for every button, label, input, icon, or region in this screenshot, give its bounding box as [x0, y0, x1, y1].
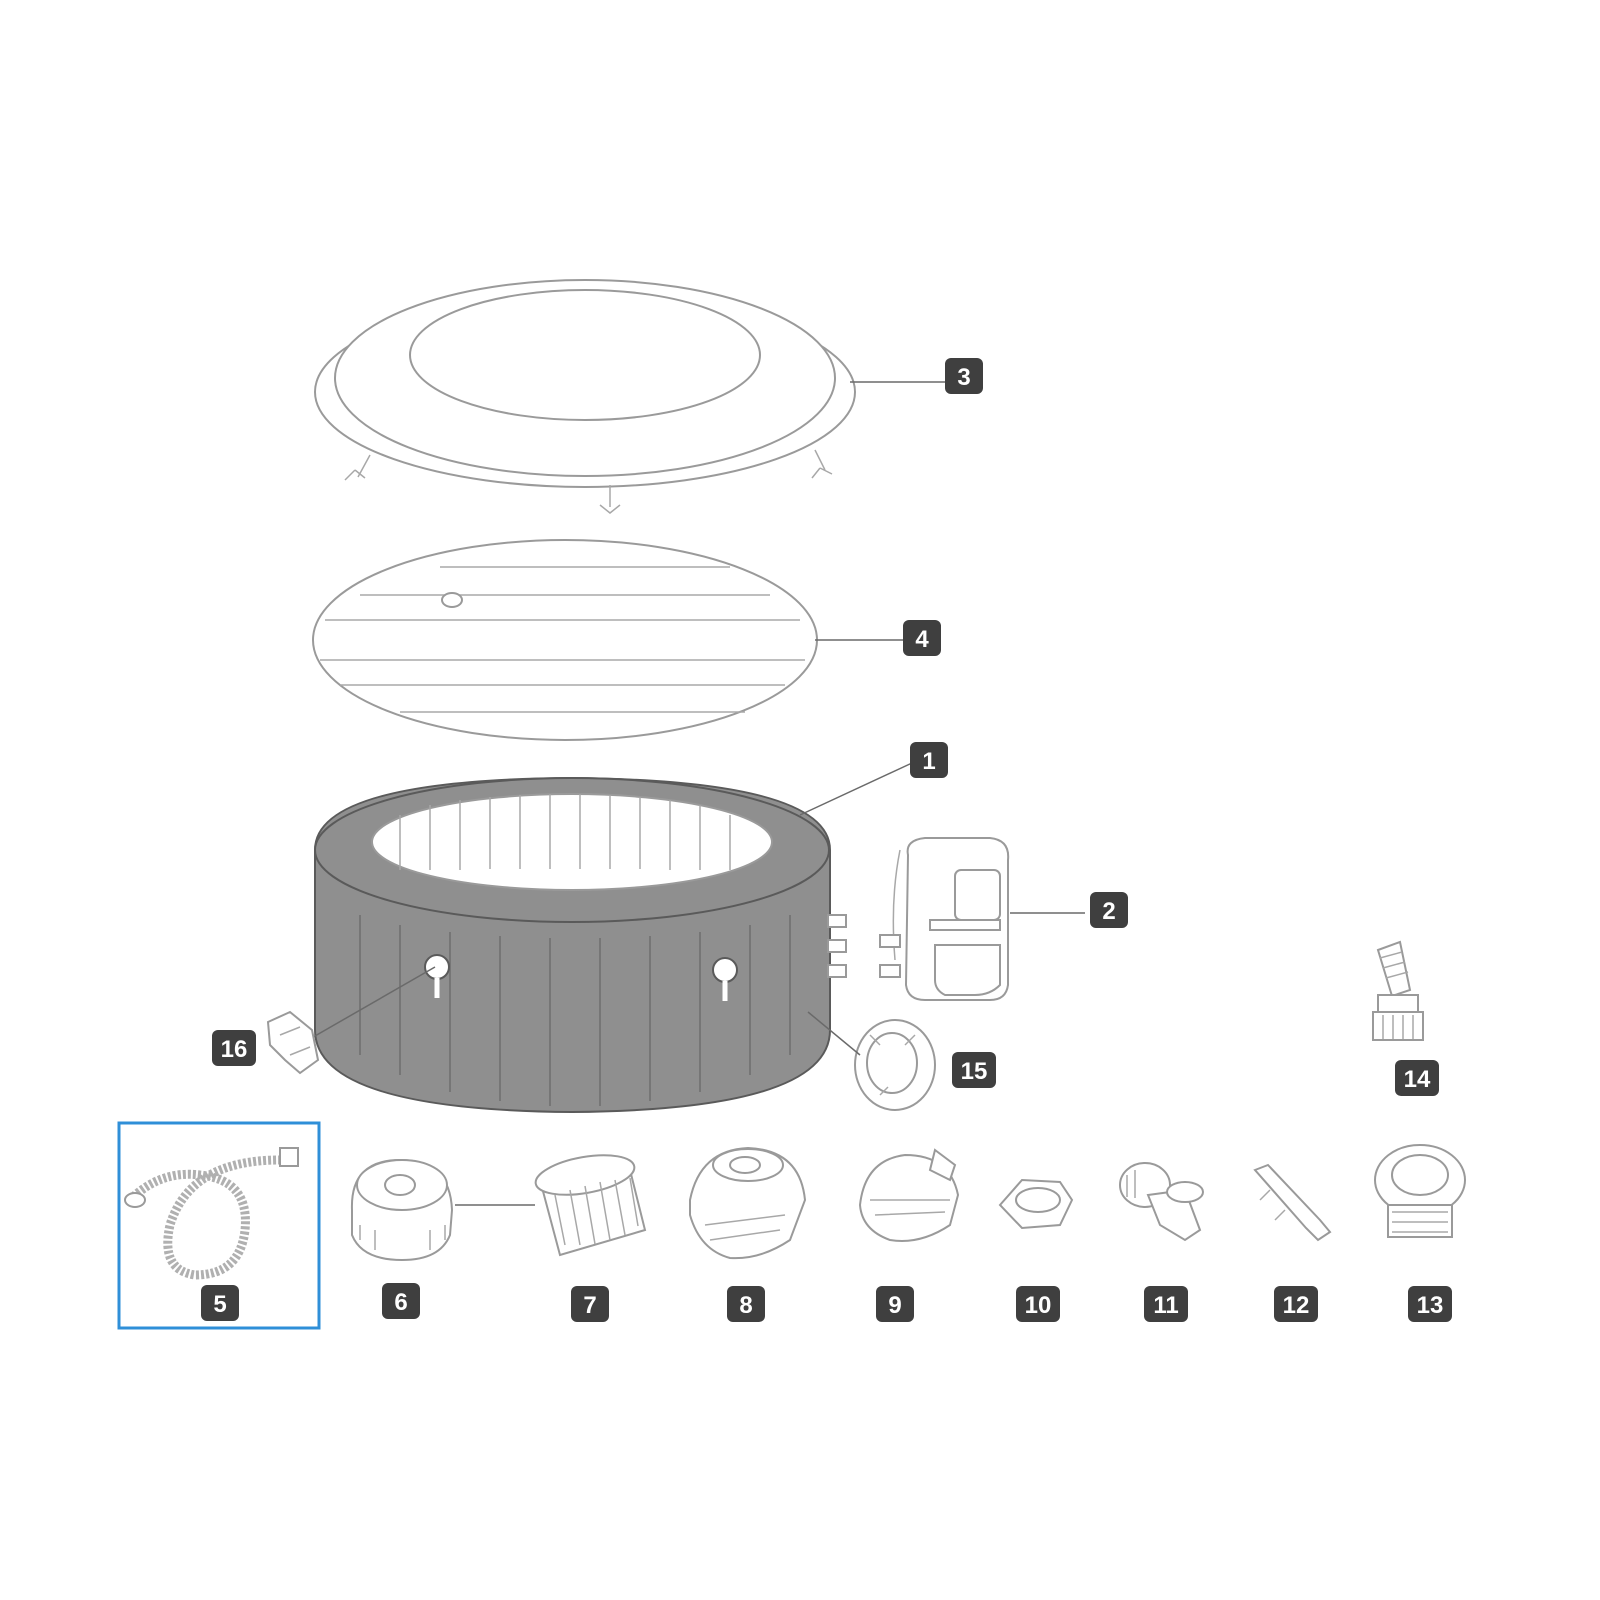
callout-5[interactable]: 5 [201, 1285, 239, 1321]
svg-text:12: 12 [1283, 1292, 1310, 1319]
part-8-jet[interactable] [689, 1146, 807, 1260]
part-5-hose[interactable] [117, 1121, 321, 1330]
svg-text:8: 8 [739, 1292, 752, 1319]
part-9-lock-ring[interactable] [858, 1148, 960, 1242]
part-1-spa-body[interactable] [314, 776, 847, 1114]
callout-6[interactable]: 6 [382, 1283, 420, 1319]
part-13-air-valve[interactable] [1374, 1144, 1466, 1238]
part-16-buckle[interactable] [266, 1010, 320, 1075]
part-6-filter-housing[interactable] [350, 1158, 454, 1262]
callout-10[interactable]: 10 [1016, 1286, 1060, 1322]
part-2-pump[interactable] [879, 837, 1010, 1001]
svg-text:5: 5 [213, 1291, 226, 1318]
svg-text:4: 4 [915, 626, 929, 653]
cover-strap-icon [344, 449, 833, 514]
part-3-cover[interactable] [314, 279, 856, 514]
handle-icon [424, 954, 738, 1001]
svg-text:16: 16 [221, 1036, 248, 1063]
svg-text:9: 9 [888, 1292, 901, 1319]
valve-icon [827, 914, 847, 978]
part-10-nut[interactable] [998, 1178, 1074, 1230]
callout-16[interactable]: 16 [212, 1030, 256, 1066]
callout-8[interactable]: 8 [727, 1286, 765, 1322]
svg-text:2: 2 [1102, 898, 1115, 925]
callout-3[interactable]: 3 [945, 358, 983, 394]
part-7-filter-cartridge[interactable] [533, 1149, 647, 1257]
callout-4[interactable]: 4 [903, 620, 941, 656]
selection-highlight [117, 1121, 321, 1330]
callout-12[interactable]: 12 [1274, 1286, 1318, 1322]
svg-text:15: 15 [961, 1058, 988, 1085]
svg-text:6: 6 [394, 1289, 407, 1316]
part-4-floor-mat[interactable] [312, 539, 818, 741]
part-14-hose-adapter[interactable] [1372, 940, 1424, 1041]
svg-text:14: 14 [1404, 1066, 1431, 1093]
part-15-filter-cap[interactable] [854, 1019, 936, 1111]
svg-text:11: 11 [1153, 1292, 1178, 1319]
callout-15[interactable]: 15 [952, 1052, 996, 1088]
callout-9[interactable]: 9 [876, 1286, 914, 1322]
callout-11[interactable]: 11 [1144, 1286, 1188, 1322]
callout-14[interactable]: 14 [1395, 1060, 1439, 1096]
part-12-valve-wrench[interactable] [1253, 1163, 1332, 1242]
svg-text:10: 10 [1025, 1292, 1052, 1319]
svg-text:3: 3 [957, 364, 970, 391]
callout-1[interactable]: 1 [910, 742, 948, 778]
callout-13[interactable]: 13 [1408, 1286, 1452, 1322]
svg-text:13: 13 [1417, 1292, 1444, 1319]
callout-7[interactable]: 7 [571, 1286, 609, 1322]
callout-2[interactable]: 2 [1090, 892, 1128, 928]
part-11-valve[interactable] [1119, 1162, 1204, 1242]
svg-text:7: 7 [583, 1292, 596, 1319]
svg-text:1: 1 [922, 748, 935, 775]
